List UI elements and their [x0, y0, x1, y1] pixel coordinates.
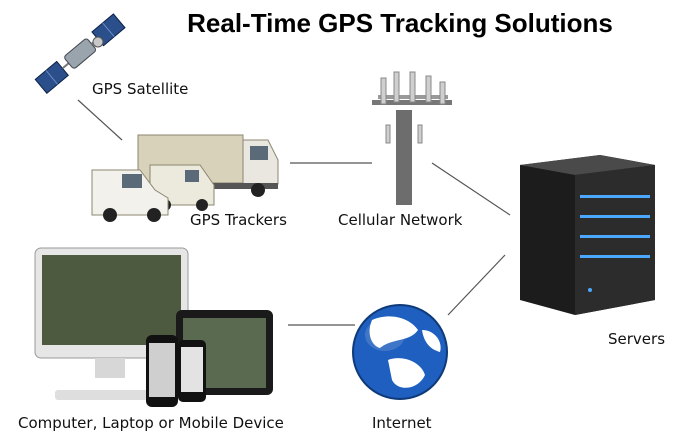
link-satellite-trackers [77, 99, 123, 141]
phone-icon [146, 335, 206, 407]
diagram-title: Real-Time GPS Tracking Solutions [187, 8, 613, 38]
van-icon [91, 169, 169, 222]
link-servers-internet [447, 254, 506, 316]
link-cellular-servers [431, 162, 511, 216]
label-cellular-network: Cellular Network [338, 211, 463, 229]
globe-icon [352, 304, 448, 400]
label-internet: Internet [372, 414, 432, 432]
monitor-icon [34, 247, 189, 400]
label-gps-satellite: GPS Satellite [92, 80, 189, 98]
server-icon [520, 155, 655, 315]
label-servers: Servers [608, 330, 666, 348]
connectors [77, 99, 511, 326]
label-devices: Computer, Laptop or Mobile Device [18, 414, 284, 432]
satellite-icon [34, 13, 126, 94]
cell-tower-icon [372, 71, 452, 205]
label-gps-trackers: GPS Trackers [190, 211, 287, 229]
